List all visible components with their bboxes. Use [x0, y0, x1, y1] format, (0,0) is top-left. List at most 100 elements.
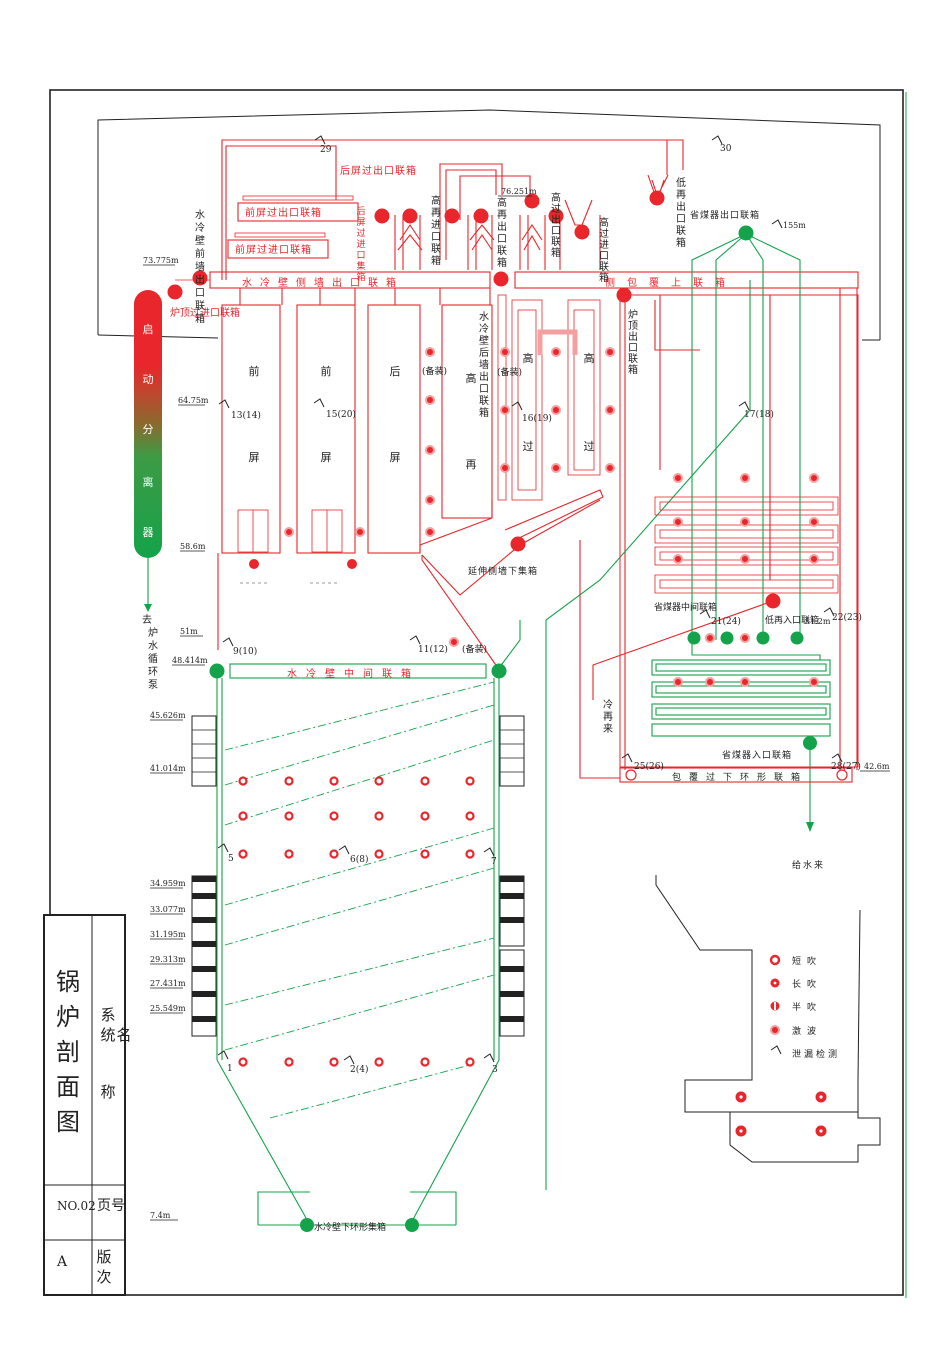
- title-block: 锅 炉 剖 面 图 系 统 名 称 NO.02 页号 A 版 次: [43, 914, 132, 1296]
- legend-long-blower: 长吹: [770, 978, 822, 990]
- label-roof-inlet: 炉顶过进口联箱: [170, 306, 240, 319]
- separator-char-5: 器: [143, 526, 154, 539]
- leak-point-29: 29: [320, 145, 332, 155]
- separator-char-1: 启: [143, 323, 154, 336]
- elevation-73775: 73.775m: [143, 256, 179, 265]
- page-number-label: 页号: [97, 1198, 125, 1214]
- elevation-41014: 41.014m: [150, 764, 186, 773]
- elevation-426: 42.6m: [864, 762, 890, 771]
- component-labels: 后屏过出口联箱 前屏过出口联箱 前屏过进口联箱 炉顶过进口联箱 省煤器出口联箱 …: [170, 164, 823, 1233]
- leak-point-15-20: 15(20): [326, 409, 356, 420]
- label-ww-lower-ring: 水冷壁下环形集箱: [314, 1221, 386, 1233]
- header-nodes: [167, 190, 848, 1232]
- to-circulation-pump-5: 环: [148, 667, 158, 678]
- label-lr-inlet: 低再入口联箱: [765, 614, 819, 626]
- leak-point-3: 3: [492, 1065, 498, 1075]
- system-name-char-3: 名: [116, 1026, 131, 1044]
- svg-text:短吹: 短吹: [792, 955, 822, 967]
- to-circulation-pump-4: 循: [148, 652, 158, 665]
- legend-leak-detection: 泄漏检测: [770, 1045, 840, 1060]
- vertical-label-high-reheat: 高再: [466, 371, 477, 471]
- page-number: NO.02: [57, 1199, 96, 1213]
- elevation-34959: 34.959m: [150, 879, 186, 888]
- svg-text:半吹: 半吹: [792, 1001, 822, 1013]
- version-value: A: [56, 1254, 68, 1270]
- system-name-char-4: 称: [100, 1083, 115, 1101]
- elevation-155: 155m: [783, 221, 806, 230]
- vertical-label-hp-inlet: 高过进口联箱: [599, 216, 609, 284]
- version-label-2: 次: [96, 1268, 111, 1286]
- title-char-1: 锅: [56, 968, 80, 996]
- vertical-labels: 水冷壁前墙出口联箱后屏过进口集箱高再进口联箱高再出口联箱高过出口联箱高过进口联箱…: [195, 176, 686, 735]
- label-eco-outlet: 省煤器出口联箱: [690, 209, 760, 221]
- elevation-29313: 29.313m: [150, 955, 186, 964]
- vertical-label-rear-screen: 后屏: [390, 365, 401, 464]
- elevation-586: 58.6m: [180, 542, 206, 551]
- title-char-4: 面: [56, 1073, 80, 1101]
- startup-separator: 启 动 分 离 器 去 炉 水 循 环 泵: [134, 290, 162, 691]
- elevation-27431: 27.431m: [150, 979, 186, 988]
- label-side-cover-top: 侧包覆上联箱: [605, 276, 737, 289]
- label-cover-lower-ring: 包覆过下环形联箱: [672, 771, 808, 783]
- elevation-31195: 31.195m: [150, 930, 186, 939]
- svg-text:长吹: 长吹: [792, 978, 822, 990]
- vertical-label-hr-outlet: 高再出口联箱: [497, 196, 507, 269]
- leak-point-25-26: 25(26): [634, 761, 664, 772]
- vertical-label-hp-outlet: 高过出口联箱: [551, 191, 561, 259]
- leak-point-2-4: 2(4): [350, 1064, 368, 1075]
- title-char-2: 炉: [56, 1003, 80, 1031]
- vertical-label-roof-outlet: 炉顶出口联箱: [628, 309, 638, 376]
- legend-short-blower: 短吹: [769, 954, 822, 967]
- system-name-char-2: 统: [100, 1026, 115, 1044]
- elevation-512: 51.2m: [805, 617, 831, 626]
- label-ext-side-lower: 延伸侧墙下集箱: [468, 565, 538, 577]
- elevation-25549: 25.549m: [150, 1004, 186, 1013]
- system-name-char-1: 系: [100, 1006, 115, 1024]
- elevation-33077: 33.077m: [150, 905, 186, 914]
- backpass: [579, 233, 881, 1163]
- leak-detection-marks: [217, 135, 843, 1065]
- leak-point-28-27: 28(27): [831, 761, 861, 772]
- side-cover-top-header: [514, 271, 859, 289]
- separator-char-3: 分: [143, 423, 154, 436]
- separator-char-2: 动: [143, 373, 154, 386]
- vertical-label-front-screen: 前屏: [321, 364, 332, 464]
- roof-outline: [97, 109, 881, 340]
- legend: 短吹 长吹 半吹 激波 泄漏检测: [769, 954, 840, 1060]
- vertical-label-hr-inlet: 高再进口联箱: [431, 194, 441, 267]
- label-spare-2: (备装): [497, 366, 522, 378]
- label-spare-1: (备装): [422, 365, 447, 377]
- leak-point-1: 1: [227, 1064, 233, 1074]
- furnace: [191, 280, 751, 1226]
- vertical-label-lr-outlet: 低再出口联箱: [676, 176, 686, 249]
- leak-point-7: 7: [491, 857, 497, 867]
- label-ww-middle-header: 水冷壁中间联箱: [287, 667, 420, 680]
- vertical-label-ww-front-outlet: 水冷壁前墙出口联箱: [195, 209, 205, 325]
- elevation-48414: 48.414m: [172, 656, 208, 665]
- leak-point-16-19: 16(19): [522, 413, 552, 424]
- elevation-74: 7.4m: [150, 1211, 171, 1220]
- vertical-label-front-screen: 前屏: [249, 364, 260, 464]
- legend-wave-blower: 激波: [770, 1025, 822, 1037]
- label-rear-screen-outlet: 后屏过出口联箱: [340, 164, 417, 177]
- leak-point-6-8: 6(8): [350, 854, 368, 865]
- upper-piping: [175, 139, 859, 770]
- to-circulation-pump-2: 炉: [148, 627, 158, 639]
- leak-point-numbers: 1 2(4) 3 5 6(8) 7 9(10) 11(12) 13(14) 15…: [227, 144, 862, 1075]
- leak-point-17-18: 17(18): [744, 409, 774, 420]
- elevation-marks: 73.775m 64.75m 58.6m 51m 48.414m 45.626m…: [143, 187, 890, 1221]
- leak-point-30: 30: [720, 144, 732, 154]
- leak-point-11-12: 11(12): [418, 644, 448, 655]
- leak-point-9-10: 9(10): [233, 646, 257, 657]
- vertical-label-high-super: 高过: [523, 351, 534, 453]
- legend-half-blower: 半吹: [770, 1001, 822, 1013]
- vertical-label-high-super: 高过: [584, 351, 595, 453]
- to-circulation-pump-1: 去: [142, 614, 152, 626]
- leak-point-22-23: 22(23): [832, 612, 862, 623]
- svg-text:泄漏检测: 泄漏检测: [792, 1048, 840, 1060]
- version-label-1: 版: [96, 1248, 111, 1266]
- svg-text:激波: 激波: [792, 1025, 822, 1037]
- label-ww-side-outlet: 水冷壁侧墙出口联箱: [242, 276, 404, 289]
